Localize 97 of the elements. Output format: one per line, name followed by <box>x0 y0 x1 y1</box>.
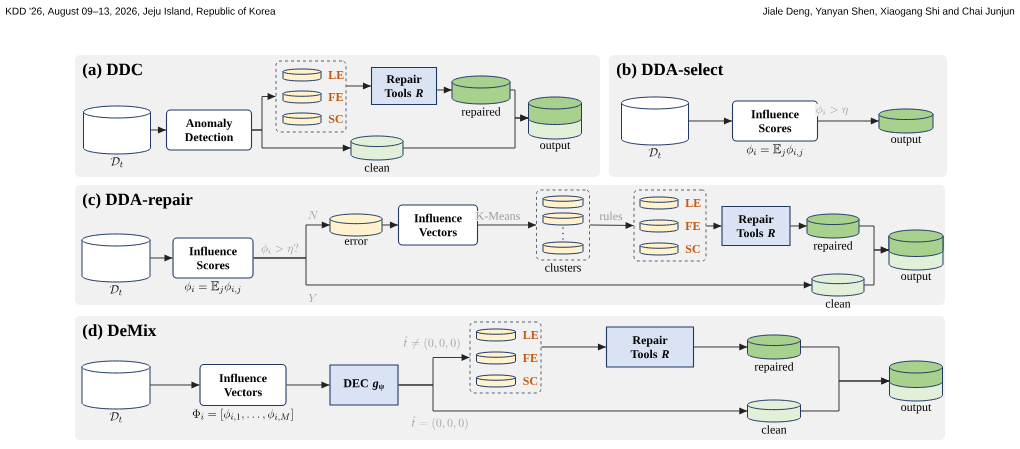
process-box: Influence Vectors <box>397 204 479 246</box>
cylinder <box>806 213 860 239</box>
arrow <box>381 221 399 229</box>
edge-label: K-Means <box>474 211 522 221</box>
cylinder <box>542 195 584 209</box>
cylinder <box>350 135 404 161</box>
node-label: clean <box>825 299 851 308</box>
arrow <box>149 381 200 389</box>
type-label: LE <box>522 331 539 339</box>
cylinder <box>81 360 151 410</box>
arrow <box>477 221 537 229</box>
dashed-group-box <box>275 60 347 133</box>
node-label: repaired <box>461 107 501 119</box>
cylinder <box>451 75 511 105</box>
tool-box: Repair Tools R <box>605 326 695 368</box>
formula: $\Phi_i = [\phi_{i,1}, \dots, \phi_{i,M}]$ <box>192 408 293 422</box>
arrow <box>253 257 813 289</box>
dashed-group-box <box>469 321 542 394</box>
cylinder <box>476 374 516 388</box>
cylinder <box>542 241 584 255</box>
node-label: output <box>901 273 932 283</box>
cylinder <box>747 334 801 360</box>
cylinder <box>639 196 679 210</box>
arrow <box>817 117 880 125</box>
cylinder <box>639 242 679 256</box>
arrow <box>436 86 453 94</box>
type-label: FE <box>522 354 538 362</box>
node-label: repaired <box>754 362 794 374</box>
node-label: error <box>344 239 368 245</box>
cylinder <box>621 96 689 146</box>
cylinder <box>282 68 322 82</box>
type-label: SC <box>328 114 343 123</box>
arrow <box>800 377 890 412</box>
cylinder <box>747 399 801 423</box>
arrow <box>149 254 173 262</box>
type-label: FE <box>685 222 700 230</box>
tool-box: Repair Tools R <box>370 66 438 106</box>
edge-label: $\hat{t} = (0,0,0)$ <box>410 415 470 431</box>
cylinder <box>282 112 322 126</box>
formula: $\phi_i = \mathbb{E}_j\phi_{i,j}$ <box>746 144 803 157</box>
arrow <box>402 114 529 149</box>
edge-label: $\hat{t} \neq (0,0,0)$ <box>402 335 462 351</box>
arrow <box>398 384 748 415</box>
arrow <box>589 222 634 229</box>
formula: $\mathcal{D}_t$ <box>109 285 122 296</box>
process-box: Influence Scores <box>731 100 819 142</box>
dashed-group-box <box>536 189 590 261</box>
cylinder <box>888 229 944 271</box>
node-label: repaired <box>813 241 853 253</box>
process-box: Influence Scores <box>172 237 254 279</box>
header-text: Jiale Deng, Yanyan Shen, Xiaogang Shi and Chai Junjun <box>762 7 1015 17</box>
formula: $\mathcal{D}_t$ <box>109 412 122 423</box>
arrow <box>688 117 733 125</box>
node-label: output <box>901 404 932 414</box>
type-label: SC <box>523 376 538 385</box>
tool-box: Repair Tools R <box>721 205 791 247</box>
arrow <box>706 222 722 230</box>
arrow <box>286 381 330 389</box>
cylinder <box>811 273 865 297</box>
type-label: SC <box>685 244 700 253</box>
type-label: FE <box>328 93 343 101</box>
formula: $\phi_i = \mathbb{E}_j\phi_{i,j}$ <box>184 281 241 294</box>
node-label: clusters <box>545 263 581 272</box>
cylinder <box>476 328 516 342</box>
cylinder <box>282 90 322 104</box>
arrow <box>346 82 372 90</box>
cylinder <box>878 108 934 134</box>
process-box: Influence Vectors <box>199 363 287 407</box>
edge-label: rules <box>598 210 624 222</box>
node-label: output <box>891 136 922 146</box>
process-box: Anomaly Detection <box>165 109 253 151</box>
header-text: KDD '26, August 09–13, 2026, Jeju Island, Republic of Korea <box>6 7 276 17</box>
edge-label: $Y$ <box>307 292 319 304</box>
node-label: output <box>540 142 571 152</box>
edge-label: $N$ <box>306 209 320 221</box>
cylinder <box>329 213 383 237</box>
cylinder <box>889 360 943 402</box>
dashed-group-box <box>633 189 707 262</box>
arrow <box>541 343 607 351</box>
arrow <box>251 129 352 152</box>
formula: $\mathcal{D}_t$ <box>648 148 661 159</box>
node-label: clean <box>761 425 787 434</box>
cylinder <box>542 212 584 226</box>
node-label: clean <box>364 163 390 172</box>
arrow <box>863 246 890 286</box>
type-label: LE <box>685 199 701 207</box>
cylinder <box>83 105 151 155</box>
arrow <box>790 222 808 230</box>
arrow <box>150 126 167 134</box>
type-label: LE <box>328 71 344 79</box>
cylinder <box>528 96 582 140</box>
arrow <box>693 343 748 351</box>
formula: $\mathcal{D}_t$ <box>110 157 123 168</box>
cylinder <box>476 351 516 365</box>
tool-box: DEC g$_{ψ}$ <box>329 364 399 406</box>
cylinder <box>81 233 151 283</box>
cylinder <box>639 219 679 233</box>
